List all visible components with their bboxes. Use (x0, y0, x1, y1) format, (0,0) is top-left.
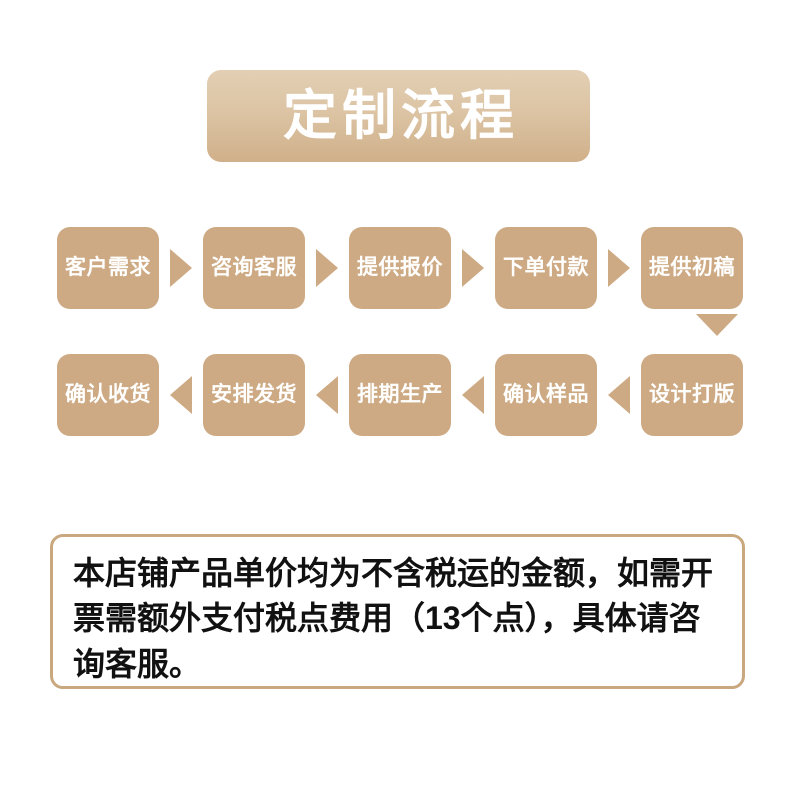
process-flow-row-reverse: 确认收货 安排发货 排期生产 确认样品 设计打版 (0, 349, 800, 441)
flow-step-confirm-sample[interactable]: 确认样品 (495, 354, 597, 436)
pricing-notice-box: 本店铺产品单价均为不含税运的金额，如需开票需额外支付税点费用（13个点），具体请… (50, 534, 745, 689)
flow-step-confirm-receipt[interactable]: 确认收货 (57, 354, 159, 436)
flow-step-label: 咨询客服 (211, 256, 297, 280)
flow-step-label: 下单付款 (503, 256, 589, 280)
arrow-right-icon (170, 249, 192, 287)
flow-step-schedule-production[interactable]: 排期生产 (349, 354, 451, 436)
arrow-right-icon (608, 249, 630, 287)
flow-step-label: 确认收货 (65, 383, 151, 407)
process-flow-row-forward: 客户需求 咨询客服 提供报价 下单付款 提供初稿 (0, 222, 800, 314)
arrow-left-icon (608, 376, 630, 414)
flow-step-label: 排期生产 (357, 383, 443, 407)
page-title: 定制流程 (283, 86, 519, 146)
arrow-left-icon (316, 376, 338, 414)
flow-step-design-pattern[interactable]: 设计打版 (641, 354, 743, 436)
arrow-left-icon (462, 376, 484, 414)
flow-step-provide-quote[interactable]: 提供报价 (349, 227, 451, 309)
flow-step-label: 提供初稿 (649, 256, 735, 280)
arrow-left-icon (170, 376, 192, 414)
arrow-down-icon (696, 314, 738, 336)
flow-step-customer-requirement[interactable]: 客户需求 (57, 227, 159, 309)
flow-step-label: 提供报价 (357, 256, 443, 280)
arrow-right-icon (316, 249, 338, 287)
flow-step-arrange-shipment[interactable]: 安排发货 (203, 354, 305, 436)
pricing-notice-text: 本店铺产品单价均为不含税运的金额，如需开票需额外支付税点费用（13个点），具体请… (73, 555, 714, 682)
flow-step-consult-service[interactable]: 咨询客服 (203, 227, 305, 309)
flow-step-label: 安排发货 (211, 383, 297, 407)
flow-step-place-order-payment[interactable]: 下单付款 (495, 227, 597, 309)
page-title-banner: 定制流程 (207, 70, 590, 162)
arrow-right-icon (462, 249, 484, 287)
flow-step-label: 设计打版 (649, 383, 735, 407)
flow-step-provide-draft[interactable]: 提供初稿 (641, 227, 743, 309)
flow-step-label: 客户需求 (65, 256, 151, 280)
flow-step-label: 确认样品 (503, 383, 589, 407)
